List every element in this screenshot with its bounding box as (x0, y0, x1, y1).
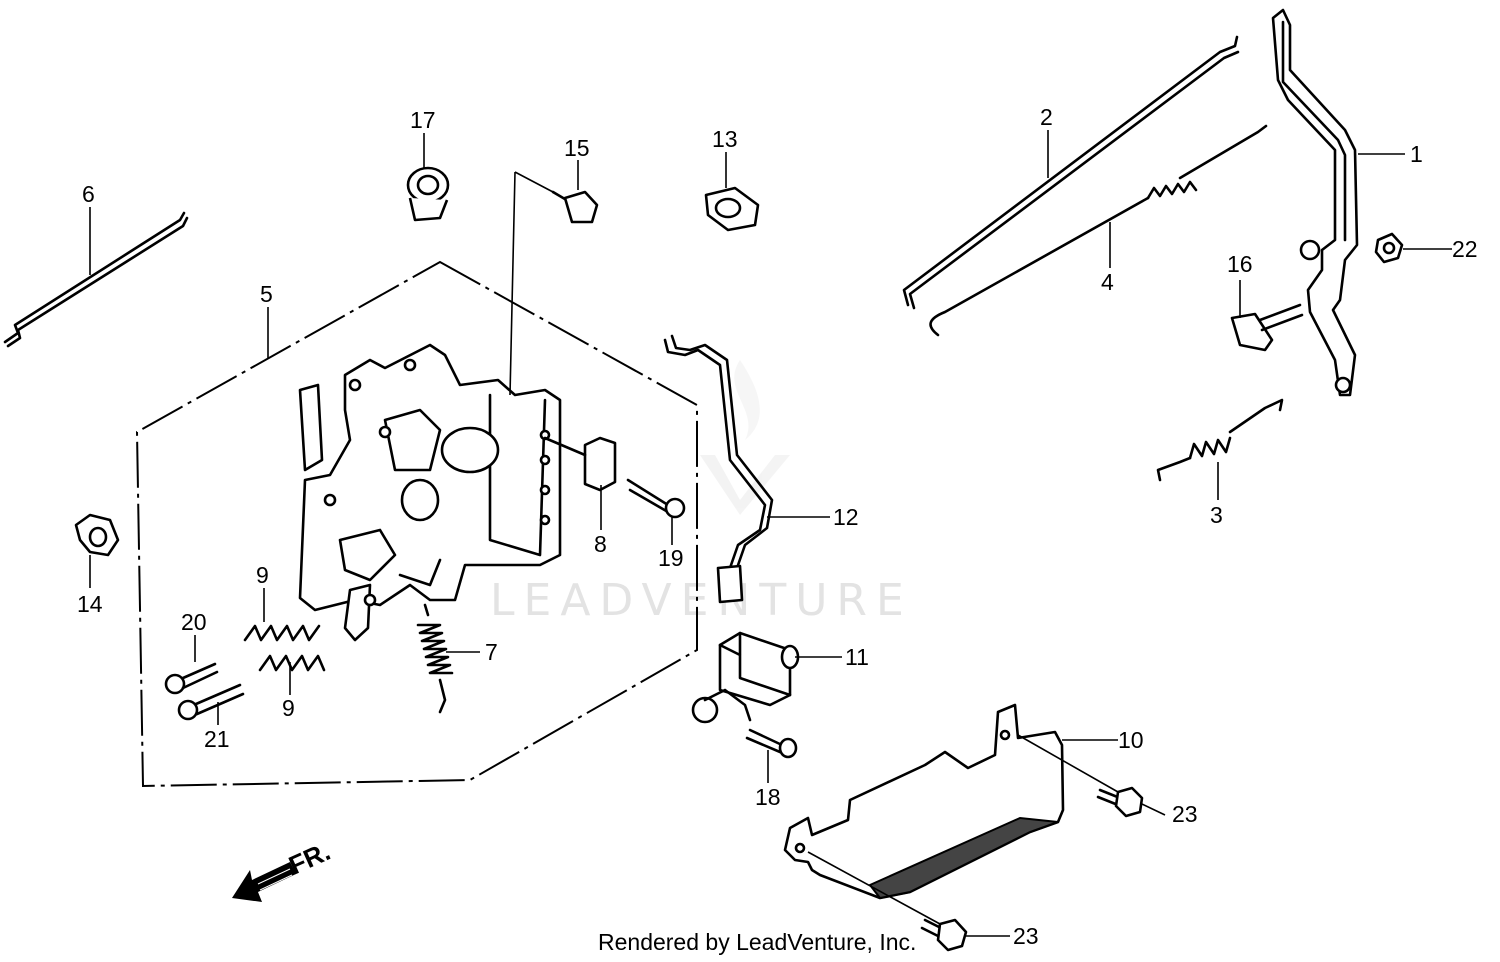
front-direction-arrow-icon (232, 862, 296, 902)
callout-9-upper: 9 (256, 562, 269, 588)
callout-17: 17 (410, 107, 436, 133)
callout-16: 16 (1227, 251, 1253, 277)
rendered-by-credit: Rendered by LeadVenture, Inc. (598, 929, 916, 955)
callout-13: 13 (712, 126, 738, 152)
part-2-rod (902, 35, 1240, 310)
part-3-spring (1156, 398, 1284, 482)
callout-11: 11 (845, 644, 869, 670)
callout-14: 14 (77, 591, 103, 617)
part-11-switch (691, 631, 800, 724)
callout-12: 12 (833, 504, 859, 530)
callout-18: 18 (755, 784, 781, 810)
callout-4: 4 (1101, 269, 1114, 295)
callout-15: 15 (564, 135, 590, 161)
callout-6: 6 (82, 181, 95, 207)
callout-21: 21 (204, 726, 230, 752)
part-23-bolt-upper (1096, 786, 1144, 818)
part-15-bolt (551, 190, 599, 224)
part-14-clip (74, 513, 120, 557)
part-5-control-base (298, 343, 562, 642)
part-21-screw (177, 683, 245, 721)
watermark-text: LEADVENTURE (490, 575, 913, 626)
callout-7: 7 (485, 639, 498, 665)
part-17-clip (406, 166, 450, 222)
callout-2: 2 (1040, 104, 1053, 130)
part-13-clamp (704, 186, 760, 232)
part-23-bolt-lower (920, 918, 968, 952)
callout-labels: 1 2 3 4 5 6 7 8 9 9 10 11 12 13 14 15 16… (77, 104, 1478, 949)
part-8-holder (543, 436, 617, 492)
part-1-pivot (1299, 239, 1321, 261)
callout-20: 20 (181, 609, 207, 635)
part-9-spring-lower (258, 654, 326, 672)
callout-19: 19 (658, 545, 684, 571)
callout-22: 22 (1452, 236, 1478, 262)
callout-5: 5 (260, 281, 273, 307)
watermark-logo-icon (700, 360, 790, 515)
part-7-spring (416, 603, 454, 714)
part-20-screw (164, 662, 219, 695)
part-9-spring-upper (243, 624, 321, 642)
part-12-wire (663, 334, 774, 604)
part-4-spring (1146, 180, 1198, 200)
part-6-rod (3, 211, 189, 348)
part-4-rod (929, 124, 1268, 337)
callout-10: 10 (1118, 727, 1144, 753)
part-1-lever (1271, 8, 1359, 397)
part-19-screw (626, 478, 686, 519)
part-1-lever-edge (1281, 20, 1347, 242)
callout-9-lower: 9 (282, 695, 295, 721)
callout-leaders (89, 130, 1452, 937)
assembly-frame (135, 260, 698, 788)
part-18-screw (745, 728, 798, 759)
part-1-end-hole (1334, 376, 1352, 394)
callout-1: 1 (1410, 141, 1423, 167)
callout-8: 8 (594, 531, 607, 557)
callout-3: 3 (1210, 502, 1223, 528)
part-22-nut (1374, 232, 1404, 264)
callout-23-lower: 23 (1013, 923, 1039, 949)
part-16-bolt (1230, 303, 1304, 352)
part-10-cover (783, 703, 1065, 900)
callout-23-upper: 23 (1172, 801, 1198, 827)
